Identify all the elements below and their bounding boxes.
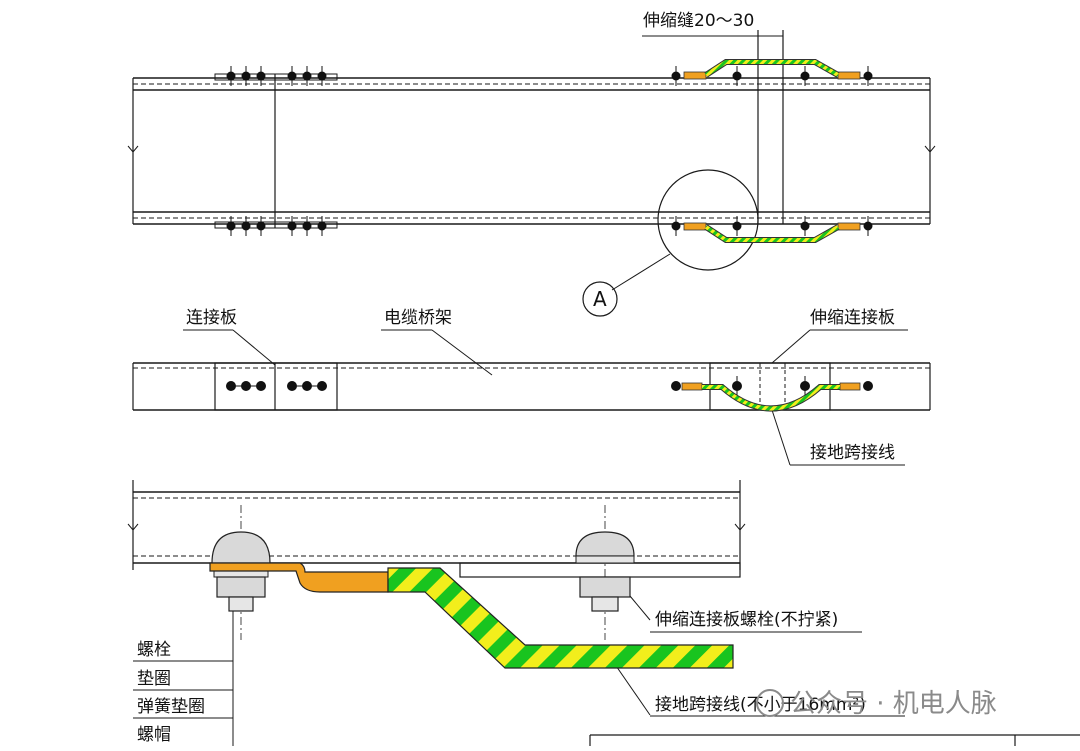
labels: 伸缩缝20～30 A 连接板 电缆桥架 伸缩连接板 接地跨接线 伸缩连接板螺栓(… [137, 11, 895, 745]
label-washer: 垫圈 [137, 669, 171, 689]
label-gap: 伸缩缝20～30 [643, 11, 754, 31]
bolt-icon [226, 71, 873, 231]
wechat-icon [756, 689, 784, 717]
top-view [127, 30, 936, 317]
detail-ground-jumper [387, 567, 734, 669]
side-view-bolts [226, 376, 873, 396]
watermark: 公众号 · 机电人脉 [756, 689, 997, 719]
top-view-bolts [226, 66, 873, 236]
label-bolt: 螺栓 [137, 640, 171, 660]
detail-ground-lug [209, 562, 389, 593]
label-ground-jumper-spec: 接地跨接线(不小于16mm²) [655, 695, 866, 715]
side-view [132, 329, 931, 466]
side-view-jumper [681, 382, 861, 412]
label-ground-jumper: 接地跨接线 [810, 443, 895, 463]
label-cable-tray: 电缆桥架 [384, 308, 452, 328]
label-spring-washer: 弹簧垫圈 [137, 697, 205, 717]
watermark-text: 公众号 · 机电人脉 [790, 689, 997, 719]
label-nut: 螺帽 [137, 725, 171, 745]
label-connector-plate: 连接板 [186, 308, 237, 328]
detail-bolt-right [575, 531, 635, 612]
label-expansion-plate: 伸缩连接板 [810, 308, 895, 328]
detail-marker-a: A [593, 287, 607, 311]
label-expansion-bolt: 伸缩连接板螺栓(不拧紧) [655, 610, 838, 630]
top-view-jumpers [683, 59, 861, 243]
